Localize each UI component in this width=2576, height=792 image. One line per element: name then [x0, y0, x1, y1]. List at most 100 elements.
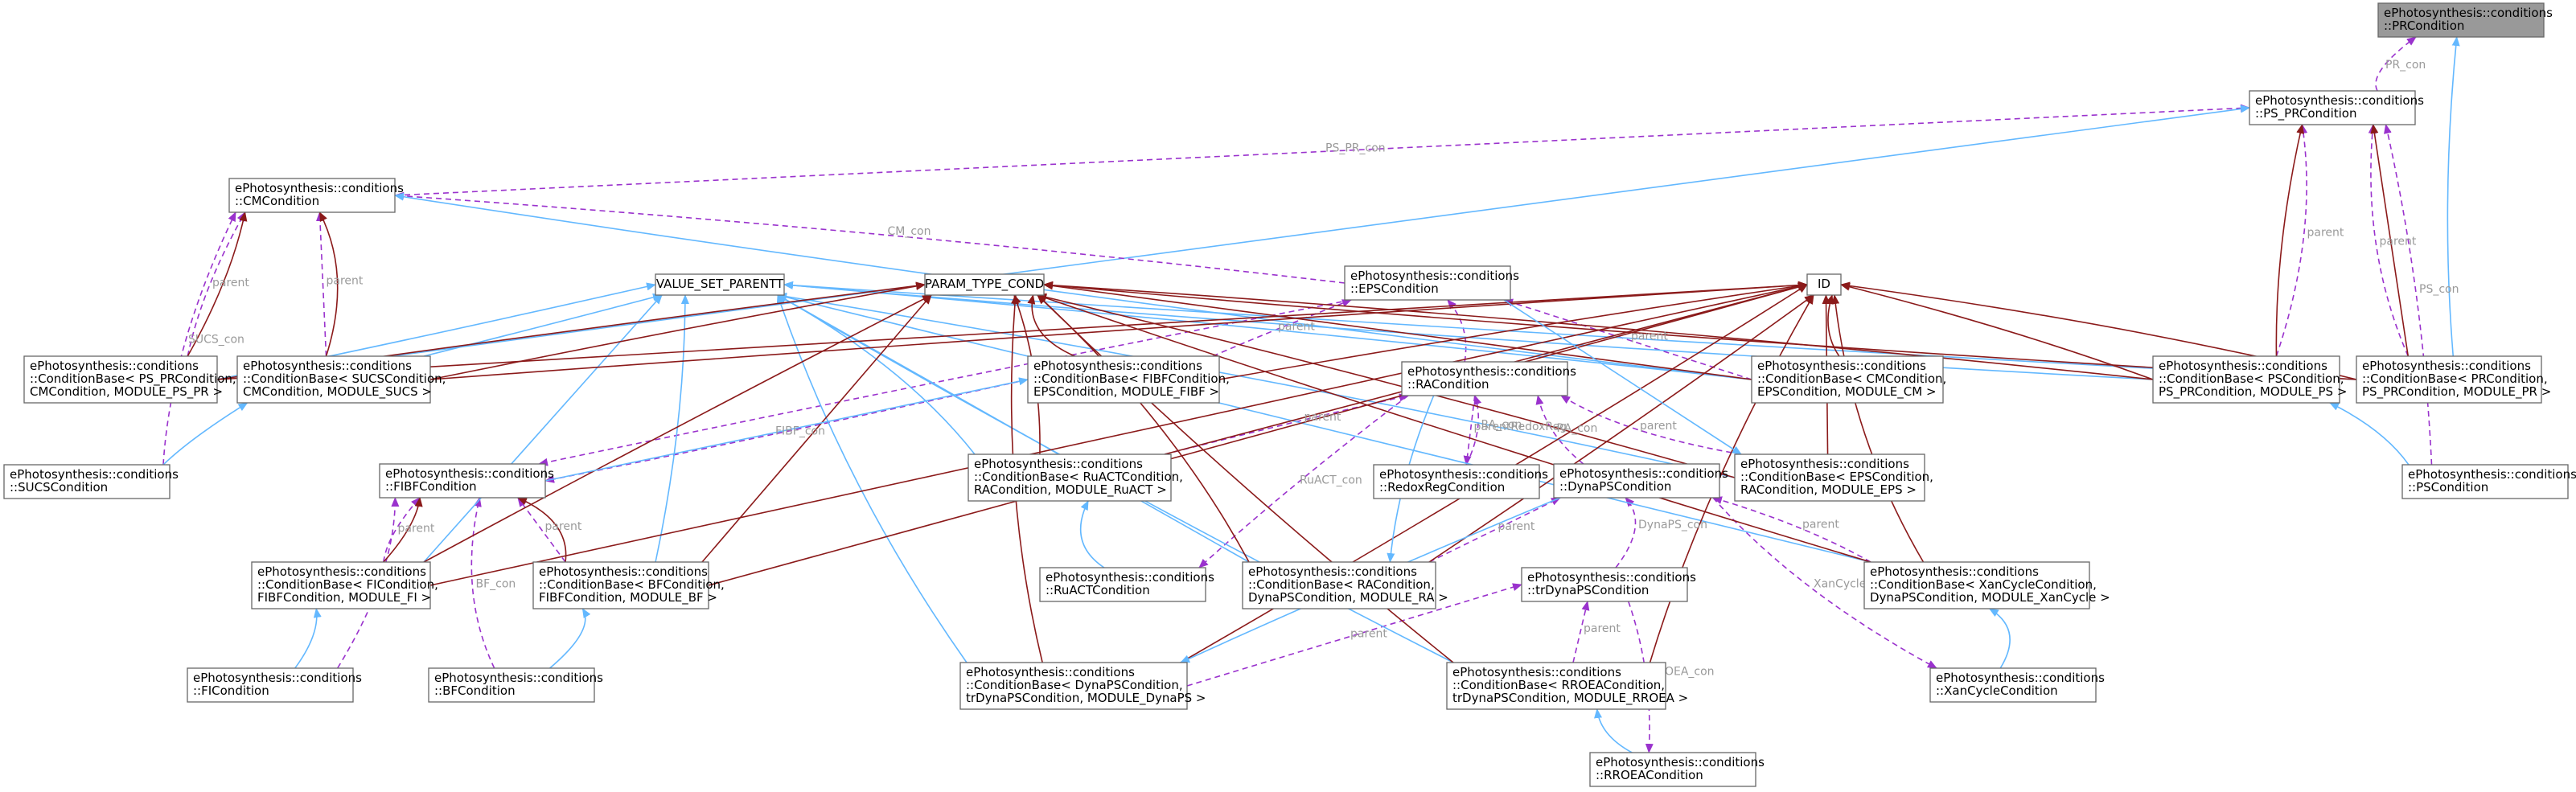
class-node-label: ::PSCondition — [2408, 480, 2488, 494]
edge-member-cb_ra-to-dynaps — [1428, 497, 1561, 563]
class-node-label: ePhotosynthesis::conditions — [1559, 466, 1728, 481]
class-node-cm[interactable]: ePhotosynthesis::conditions::CMCondition — [228, 178, 404, 213]
class-node-box — [1344, 265, 1511, 301]
class-node-label: RACondition, MODULE_EPS > — [1740, 482, 1917, 498]
class-node-label: DynaPSCondition, MODULE_RA > — [1248, 590, 1448, 605]
class-node-label: ePhotosynthesis::conditions — [966, 665, 1135, 679]
edge-layer — [162, 36, 2460, 753]
edge-use-cb_ra-to-ptc — [1037, 294, 1250, 563]
class-node-label: ePhotosynthesis::conditions — [257, 564, 426, 579]
class-node-box — [1446, 662, 1666, 710]
class-node-label: RACondition, MODULE_RuACT > — [974, 482, 1167, 498]
class-node-label: ::XanCycleCondition — [1936, 683, 2058, 698]
class-node-label: ::RROEACondition — [1596, 768, 1703, 782]
edge-inherit-xan-to-cb_xan — [1988, 608, 2011, 669]
edge-use-cb_pr-to-ps_pr — [2370, 124, 2410, 357]
class-node-redox[interactable]: ePhotosynthesis::conditions::RedoxRegCon… — [1373, 464, 1548, 499]
edge-label: parent — [212, 277, 249, 289]
class-node-label: ePhotosynthesis::conditions — [193, 671, 362, 685]
class-node-cb-sucs[interactable]: ePhotosynthesis::conditions::ConditionBa… — [236, 355, 446, 404]
class-node-label: ePhotosynthesis::conditions — [1527, 570, 1696, 585]
edge-label: parent — [327, 275, 364, 288]
class-node-label: ePhotosynthesis::conditions — [235, 181, 404, 195]
class-node-box — [428, 667, 595, 703]
class-node-box — [959, 662, 1188, 710]
class-node-label: ::ConditionBase< BFCondition, — [539, 577, 725, 592]
class-node-cb-fibf[interactable]: ePhotosynthesis::conditions::ConditionBa… — [1027, 355, 1230, 404]
class-node-rroea[interactable]: ePhotosynthesis::conditions::RROEACondit… — [1589, 752, 1765, 787]
class-node-cb-eps[interactable]: ePhotosynthesis::conditions::ConditionBa… — [1734, 453, 1933, 502]
edge-inherit-cb_pr-to-pr — [2447, 36, 2460, 357]
class-node-ps[interactable]: ePhotosynthesis::conditions::PSCondition — [2401, 464, 2576, 499]
class-node-label: ePhotosynthesis::conditions — [1596, 755, 1765, 769]
class-node-sucs[interactable]: ePhotosynthesis::conditions::SUCSConditi… — [3, 464, 179, 499]
class-node-label: ::FIBFCondition — [385, 479, 477, 494]
class-node-label: ::PS_PRCondition — [2255, 106, 2356, 121]
class-node-cb-rroea[interactable]: ePhotosynthesis::conditions::ConditionBa… — [1446, 662, 1688, 710]
edge-use-cb_fi-to-id — [429, 282, 1808, 586]
edge-use-cb_fibf-to-id — [1218, 281, 1808, 380]
edge-use-cb_bf-to-ptc — [701, 294, 932, 563]
class-node-cb-ps[interactable]: ePhotosynthesis::conditions::ConditionBa… — [2152, 355, 2347, 404]
class-node-label: ::RACondition — [1407, 377, 1489, 392]
class-node-dynaps[interactable]: ePhotosynthesis::conditions::DynaPSCondi… — [1553, 463, 1728, 499]
class-node-id[interactable]: ID — [1806, 273, 1842, 296]
class-node-bf[interactable]: ePhotosynthesis::conditions::BFCondition — [428, 667, 603, 703]
class-node-label: ePhotosynthesis::conditions — [1740, 457, 1909, 471]
class-node-pr[interactable]: ePhotosynthesis::conditions::PRCondition — [2377, 2, 2553, 38]
class-node-label: ePhotosynthesis::conditions — [434, 671, 603, 685]
class-node-label: ePhotosynthesis::conditions — [1407, 364, 1576, 379]
class-node-label: ePhotosynthesis::conditions — [1248, 564, 1417, 579]
class-node-box — [1039, 567, 1206, 602]
class-node-label: CMCondition, MODULE_PS_PR > — [30, 384, 223, 400]
class-node-cb-bf[interactable]: ePhotosynthesis::conditions::ConditionBa… — [532, 561, 725, 609]
class-node-ra[interactable]: ePhotosynthesis::conditions::RACondition — [1401, 361, 1576, 396]
class-node-fi[interactable]: ePhotosynthesis::conditions::FICondition — [187, 667, 362, 703]
edge-member-cb_sucs-to-cm — [315, 211, 327, 357]
edge-inherit-bf-to-cb_bf — [549, 608, 591, 669]
class-node-label: ::RedoxRegCondition — [1379, 480, 1505, 494]
edge-inherit-cb_fi-to-vsp — [423, 294, 663, 563]
edge-label: RuACT_con — [1300, 474, 1362, 487]
class-node-cb-fi[interactable]: ePhotosynthesis::conditions::ConditionBa… — [251, 561, 438, 609]
class-node-eps[interactable]: ePhotosynthesis::conditions::EPSConditio… — [1344, 265, 1519, 301]
edge-label: parent — [1631, 330, 1668, 343]
class-node-label: ePhotosynthesis::conditions — [2362, 359, 2531, 373]
class-node-vsp[interactable]: VALUE_SET_PARENTT — [655, 273, 785, 296]
edge-use-cb_fi-to-ptc — [423, 294, 932, 563]
class-node-label: ::trDynaPSCondition — [1527, 583, 1649, 597]
class-node-label: ::ConditionBase< FICondition, — [257, 577, 438, 592]
class-node-box — [1242, 561, 1436, 609]
class-node-label: ePhotosynthesis::conditions — [974, 457, 1143, 471]
class-node-label: ePhotosynthesis::conditions — [1350, 269, 1519, 283]
edge-member-ra-to-redox — [1463, 395, 1476, 466]
class-node-label: ::SUCSCondition — [10, 480, 108, 494]
class-node-cb-cm[interactable]: ePhotosynthesis::conditions::ConditionBa… — [1751, 355, 1946, 404]
class-node-cb-pspr[interactable]: ePhotosynthesis::conditions::ConditionBa… — [23, 355, 236, 404]
edge-member-dynaps-to-xan — [1712, 497, 1937, 669]
class-node-cb-pr[interactable]: ePhotosynthesis::conditions::ConditionBa… — [2356, 355, 2551, 404]
edge-member-cb_cm-to-eps — [1503, 298, 1752, 380]
class-node-ps-pr[interactable]: ePhotosynthesis::conditions::PS_PRCondit… — [2249, 90, 2424, 125]
edge-label: parent — [1640, 420, 1677, 433]
class-node-label: ePhotosynthesis::conditions — [1936, 671, 2105, 685]
edge-member-cb_ps-to-ps_pr — [2275, 124, 2308, 357]
edge-label: CM_con — [888, 225, 931, 238]
class-node-cb-dynaps[interactable]: ePhotosynthesis::conditions::ConditionBa… — [959, 662, 1206, 710]
edge-member-cb_fibf-to-fibf — [544, 379, 1029, 483]
class-node-xan[interactable]: ePhotosynthesis::conditions::XanCycleCon… — [1929, 667, 2105, 703]
node-layer: ePhotosynthesis::conditions::PRCondition… — [3, 2, 2576, 787]
class-node-label: ::ConditionBase< CMCondition, — [1757, 371, 1946, 386]
class-node-cb-ruact[interactable]: ePhotosynthesis::conditions::ConditionBa… — [968, 453, 1183, 502]
class-node-ptc[interactable]: PARAM_TYPE_COND — [924, 273, 1045, 296]
class-node-ruact[interactable]: ePhotosynthesis::conditions::RuACTCondit… — [1039, 567, 1214, 602]
class-node-fibf[interactable]: ePhotosynthesis::conditions::FIBFConditi… — [379, 463, 554, 499]
class-node-cb-ra[interactable]: ePhotosynthesis::conditions::ConditionBa… — [1242, 561, 1448, 609]
class-node-box — [1751, 355, 1944, 404]
class-node-box — [187, 667, 354, 703]
edge-inherit-cb_dynaps-to-vsp — [776, 294, 968, 663]
edge-use-cb_ps-to-id — [1840, 282, 2154, 380]
class-node-cb-xan[interactable]: ePhotosynthesis::conditions::ConditionBa… — [1863, 561, 2110, 609]
class-node-box — [655, 273, 785, 296]
class-node-trdyna[interactable]: ePhotosynthesis::conditions::trDynaPSCon… — [1521, 567, 1696, 602]
